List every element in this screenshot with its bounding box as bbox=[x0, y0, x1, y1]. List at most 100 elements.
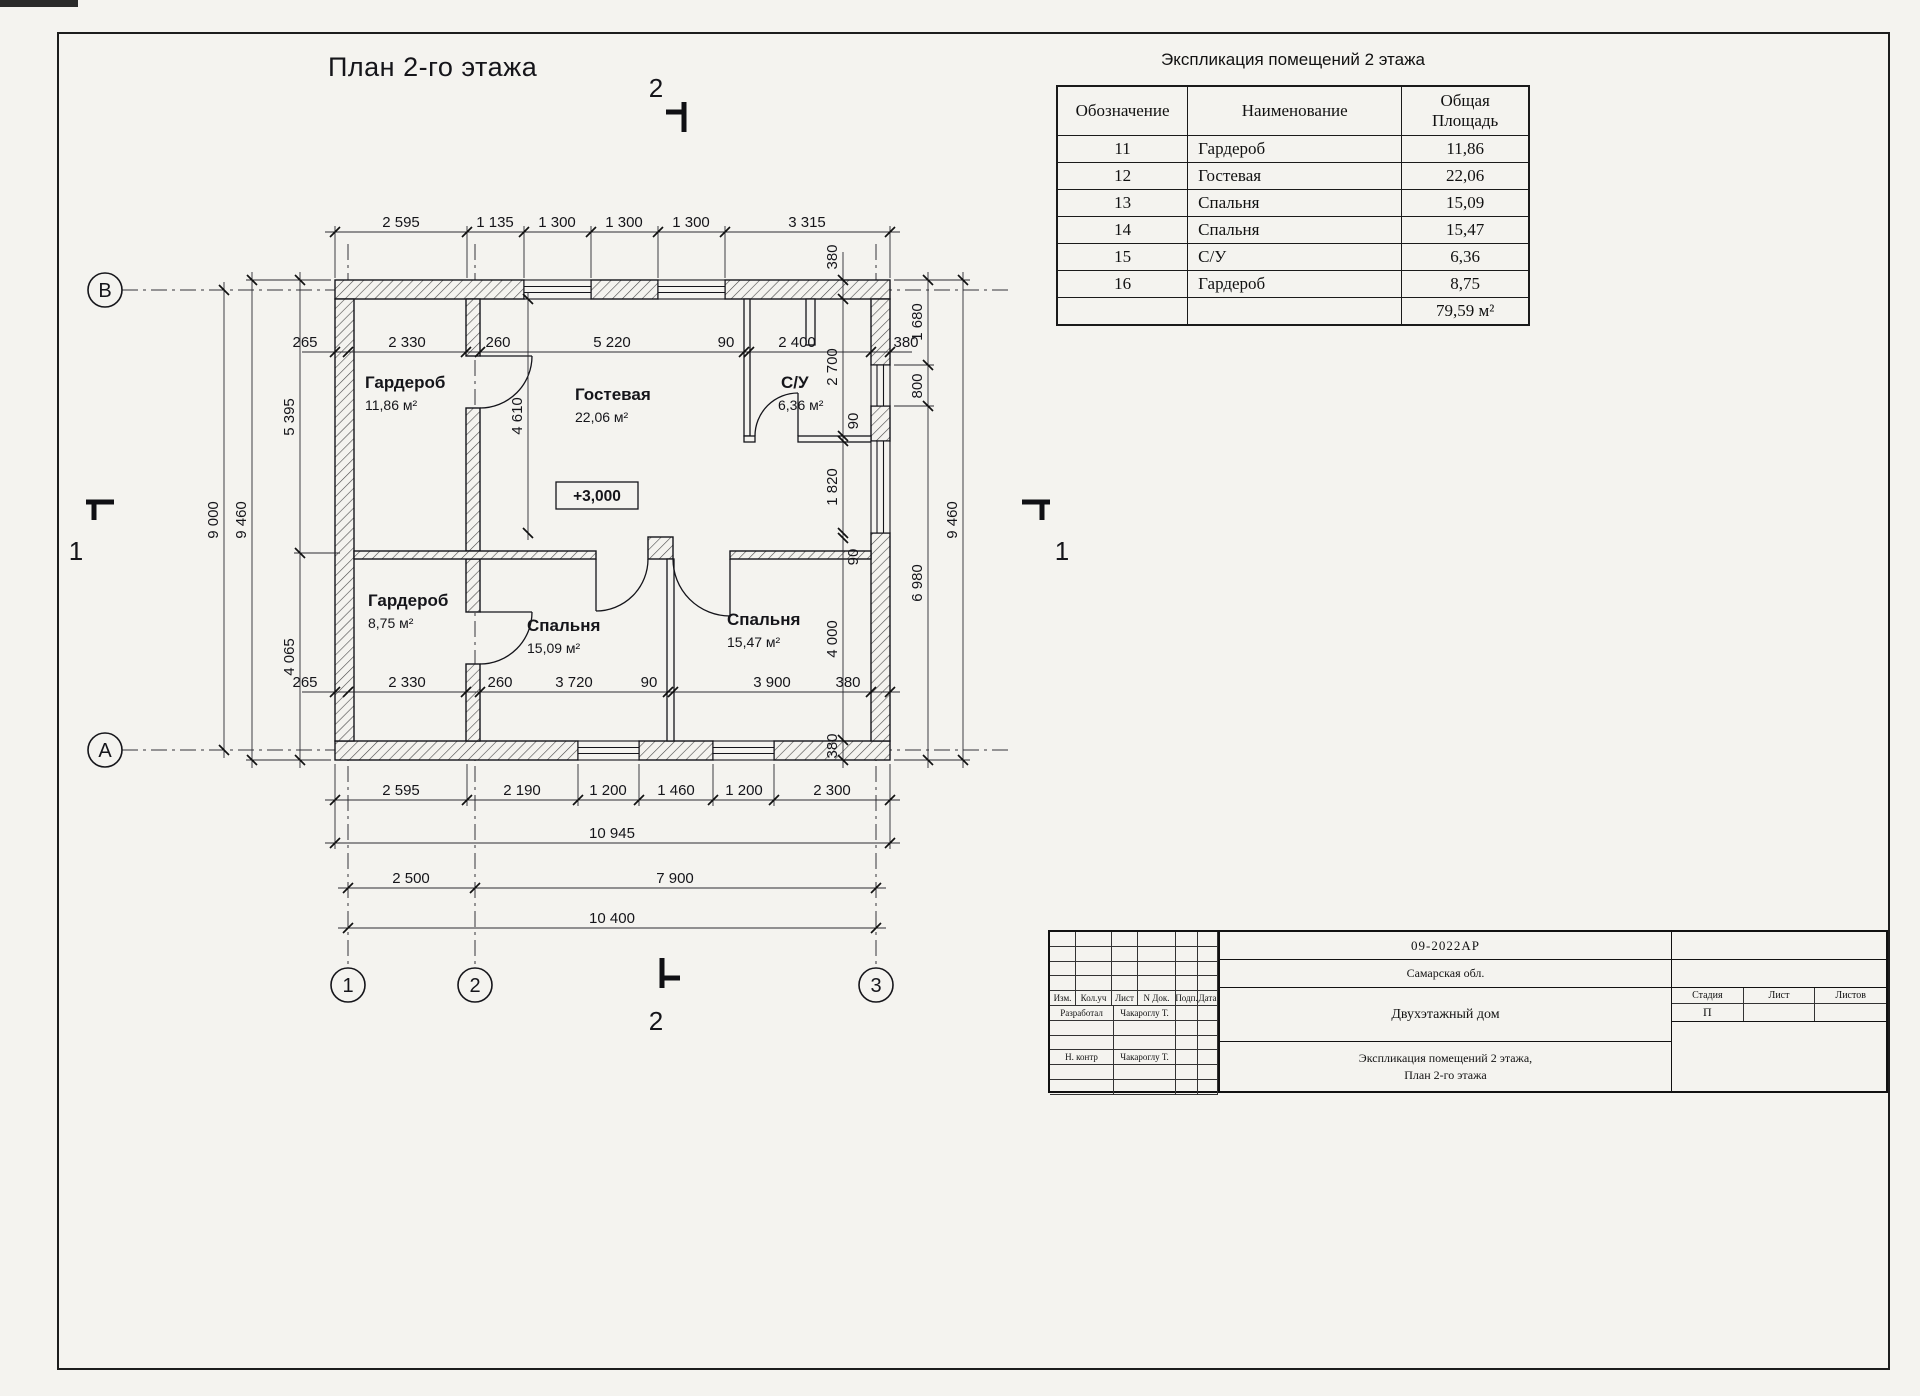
room-name: Гардероб bbox=[368, 591, 448, 610]
dim-chain-left-inner: 5 395 4 065 bbox=[246, 272, 340, 768]
dim-label: 380 bbox=[824, 733, 841, 758]
dim-label: 2 190 bbox=[503, 782, 541, 799]
dim-label: 1 300 bbox=[672, 214, 710, 231]
dim-label: 6 980 bbox=[909, 564, 926, 602]
room-area: 15,47 м² bbox=[727, 634, 781, 650]
dim-label: 9 460 bbox=[944, 501, 961, 539]
room-name-cell: Гостевая bbox=[1187, 162, 1403, 190]
windows bbox=[523, 279, 891, 761]
dim-label: 9 460 bbox=[233, 501, 250, 539]
dim-chain-bottom2: 2 595 2 190 1 200 1 460 1 200 2 300 bbox=[325, 764, 900, 849]
empty-cell bbox=[1056, 297, 1189, 326]
dim-label: 90 bbox=[845, 549, 862, 566]
dim-label: 380 bbox=[893, 334, 918, 351]
table-row: 13 Спальня 15,09 bbox=[1056, 189, 1530, 217]
empty-cell bbox=[1187, 297, 1403, 326]
dim-label: 4 000 bbox=[824, 620, 841, 658]
col-izm: Изм. bbox=[1050, 991, 1076, 1006]
doors bbox=[479, 355, 799, 665]
dim-chain-axis-spans: 2 500 7 900 bbox=[338, 870, 886, 894]
room-area: 15,09 м² bbox=[527, 640, 581, 656]
dim-chain-inner-bottom: 265 2 330 260 3 720 90 3 900 380 bbox=[292, 674, 900, 698]
region: Самарская обл. bbox=[1220, 960, 1672, 987]
object-name: Двухэтажный дом bbox=[1220, 988, 1672, 1042]
axis-label: А bbox=[98, 740, 112, 762]
explication-table: Экспликация помещений 2 этажа Обозначени… bbox=[1056, 50, 1530, 326]
room-name: Спальня bbox=[527, 616, 600, 635]
dim-chain-total-width: 10 945 bbox=[325, 825, 900, 849]
section-marks: 2 2 1 1 bbox=[69, 73, 1069, 1036]
dim-label: 2 300 bbox=[813, 782, 851, 799]
dim-label: 90 bbox=[718, 334, 735, 351]
table-total-row: 79,59 м² bbox=[1056, 297, 1530, 326]
axis-bubble bbox=[87, 272, 123, 308]
stage-value: П bbox=[1672, 1004, 1744, 1021]
sheet-title-line1: Экспликация помещений 2 этажа, bbox=[1358, 1051, 1533, 1066]
dim-label: 2 700 bbox=[824, 348, 841, 386]
dim-chain-right-inner: 380 2 700 90 1 820 90 4 000 380 bbox=[824, 244, 862, 768]
dim-label: 265 bbox=[292, 334, 317, 351]
dim-label: 3 900 bbox=[753, 674, 791, 691]
dim-label: 1 300 bbox=[538, 214, 576, 231]
dim-label: 1 680 bbox=[909, 303, 926, 341]
axis-label: 2 bbox=[469, 975, 480, 997]
name-cell: Чакароглу Т. bbox=[1114, 1050, 1176, 1066]
dim-chain-left-total: 9 460 bbox=[233, 272, 258, 768]
dim-label: 1 200 bbox=[725, 782, 763, 799]
dim-label: 260 bbox=[485, 334, 510, 351]
revision-grid: Изм. Кол.уч Лист N Док. Подп. Дата bbox=[1050, 932, 1218, 1006]
room-id: 14 bbox=[1056, 216, 1189, 244]
dim-label: 5 220 bbox=[593, 334, 631, 351]
dim-label: 3 315 bbox=[788, 214, 826, 231]
section-number: 2 bbox=[649, 73, 663, 103]
col-header: Обозначение bbox=[1056, 85, 1189, 136]
col-header: Наименование bbox=[1187, 85, 1403, 136]
room-area-cell: 15,47 bbox=[1401, 216, 1530, 244]
dim-label: 90 bbox=[641, 674, 658, 691]
col-koluch: Кол.уч bbox=[1076, 991, 1112, 1006]
room-labels: Гардероб 11,86 м² Гостевая 22,06 м² С/У … bbox=[365, 373, 824, 656]
dim-label: 260 bbox=[487, 674, 512, 691]
sheet-label: Лист bbox=[1744, 988, 1816, 1003]
stage-header-row: Стадия Лист Листов bbox=[1672, 988, 1886, 1004]
stage-label: Стадия bbox=[1672, 988, 1744, 1003]
axis-label: 3 bbox=[870, 975, 881, 997]
dim-label: 2 400 bbox=[778, 334, 816, 351]
axis-bubble bbox=[457, 967, 493, 1003]
dim-label: 265 bbox=[292, 674, 317, 691]
elevation-value: +3,000 bbox=[573, 488, 621, 505]
dim-label: 90 bbox=[845, 413, 862, 430]
dim-label: 1 460 bbox=[657, 782, 695, 799]
sheets-label: Листов bbox=[1835, 990, 1866, 1001]
sheet-title-line2: План 2-го этажа bbox=[1404, 1067, 1487, 1082]
dim-label: 2 330 bbox=[388, 674, 426, 691]
total-area-cell: 79,59 м² bbox=[1401, 297, 1530, 326]
table-row: 12 Гостевая 22,06 bbox=[1056, 162, 1530, 190]
dim-label: 2 330 bbox=[388, 334, 426, 351]
section-mark-right bbox=[1022, 499, 1050, 520]
room-area-cell: 15,09 bbox=[1401, 189, 1530, 217]
dim-label: 1 200 bbox=[589, 782, 627, 799]
dim-chain-right-mid: 1 680 800 6 980 bbox=[894, 272, 970, 768]
page-title: План 2-го этажа bbox=[328, 52, 538, 82]
dim-chain-axis-total: 10 400 bbox=[338, 910, 886, 934]
walls-partition bbox=[666, 298, 872, 742]
table-row: 16 Гардероб 8,75 bbox=[1056, 270, 1530, 298]
dim-label: 2 595 bbox=[382, 782, 420, 799]
room-name-cell: Гардероб bbox=[1187, 270, 1403, 298]
dim-chain-inner-top: 265 2 330 260 5 220 90 2 400 380 bbox=[292, 334, 919, 358]
section-number: 1 bbox=[1055, 536, 1069, 566]
elevation-marker: +3,000 bbox=[555, 481, 639, 510]
dim-label: 1 820 bbox=[824, 468, 841, 506]
dim-chain-guest-height: 4 610 bbox=[509, 292, 534, 540]
room-area: 22,06 м² bbox=[575, 409, 629, 425]
scan-artifact bbox=[0, 0, 78, 7]
table-row: 11 Гардероб 11,86 bbox=[1056, 135, 1530, 163]
table-row: 15 С/У 6,36 bbox=[1056, 243, 1530, 271]
dim-label: 3 720 bbox=[555, 674, 593, 691]
section-mark-bottom bbox=[659, 958, 680, 988]
dim-label: 800 bbox=[909, 373, 926, 398]
doc-code: 09-2022АР bbox=[1220, 932, 1672, 959]
